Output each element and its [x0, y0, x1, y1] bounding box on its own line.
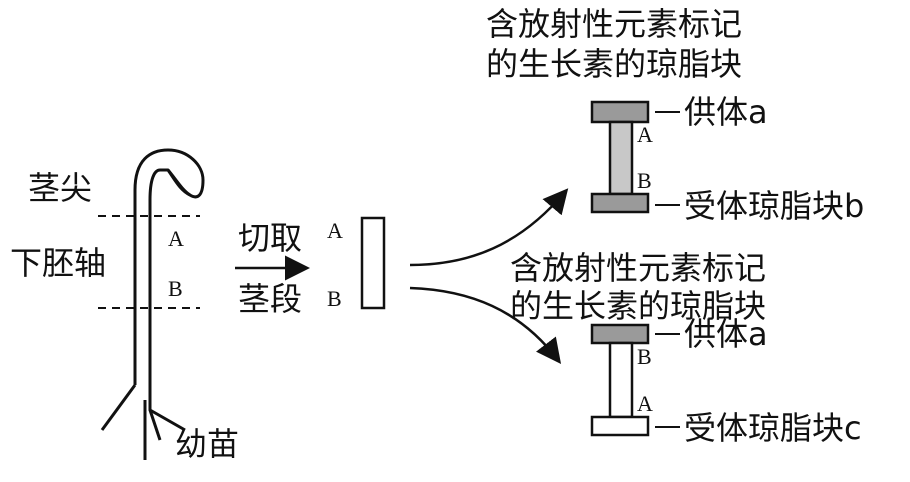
label-donor-bottom: 供体a — [684, 315, 768, 353]
stem-segment — [360, 216, 386, 310]
arrow-to-top-setup — [409, 188, 569, 267]
receiver-block-b — [590, 192, 650, 214]
label-bottom-end-a: A — [637, 391, 653, 416]
seedling-drawing — [100, 148, 205, 460]
label-receiver-b: 受体琼脂块b — [684, 187, 865, 225]
label-donor-top: 供体a — [684, 93, 768, 131]
donor-block-bottom — [590, 323, 650, 345]
cut-lines — [98, 215, 200, 309]
title-bottom-line1: 含放射性元素标记 — [510, 249, 767, 287]
label-hypocotyl: 下胚轴 — [10, 244, 107, 282]
title-top-line1: 含放射性元素标记 — [486, 5, 743, 43]
title-top-line2: 的生长素的琼脂块 — [486, 45, 743, 83]
label-plant-a: A — [168, 226, 184, 251]
receiver-block-c — [590, 415, 650, 437]
arrow-to-bottom-setup — [409, 286, 562, 364]
label-bottom-end-b: B — [637, 344, 652, 369]
setup-bottom — [590, 323, 680, 437]
segment-top — [608, 120, 634, 196]
segment-bottom — [608, 341, 634, 419]
label-segment-a: A — [327, 218, 343, 243]
label-plant-b: B — [168, 276, 183, 301]
label-seedling: 幼苗 — [175, 425, 240, 463]
label-receiver-c: 受体琼脂块c — [684, 409, 862, 447]
label-segment-b: B — [327, 286, 342, 311]
donor-block-top — [590, 100, 650, 124]
setup-top — [590, 100, 680, 214]
label-stem-tip: 茎尖 — [28, 169, 93, 207]
title-bottom-line2: 的生长素的琼脂块 — [510, 287, 767, 325]
label-segment: 茎段 — [238, 280, 303, 318]
label-top-end-a: A — [637, 122, 653, 147]
label-cut: 切取 — [238, 219, 303, 257]
label-top-end-b: B — [637, 168, 652, 193]
